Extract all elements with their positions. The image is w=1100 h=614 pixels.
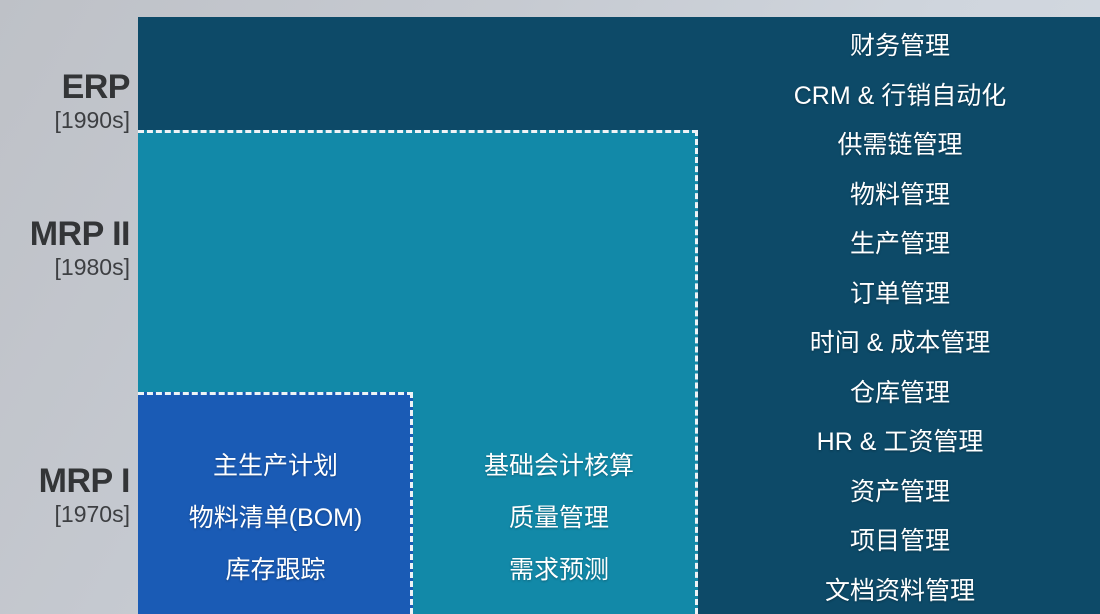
feature-item: 物料管理	[849, 180, 950, 209]
feature-item: 库存跟踪	[225, 556, 326, 584]
era-decade-mrp-i: [1970s]	[54, 501, 130, 528]
feature-item: HR & 工资管理	[816, 428, 984, 456]
era-name-mrp-i: MRP I	[38, 462, 131, 500]
feature-item: 时间 & 成本管理	[809, 329, 991, 357]
feature-item: 项目管理	[849, 527, 950, 555]
feature-item: 订单管理	[849, 279, 950, 308]
feature-item: 供需链管理	[837, 131, 963, 159]
feature-item: 质量管理	[508, 504, 609, 532]
era-name-erp: ERP	[61, 68, 131, 106]
era-label-mrp-ii: MRP II [1980s]	[29, 215, 131, 281]
feature-item: 物料清单(BOM)	[188, 504, 363, 532]
era-name-mrp-ii: MRP II	[29, 215, 131, 253]
feature-item: 主生产计划	[212, 452, 338, 480]
feature-item: 文档资料管理	[824, 576, 975, 605]
feature-column-mrp-i: 主生产计划 物料清单(BOM) 库存跟踪	[138, 440, 413, 596]
era-label-erp: ERP [1990s]	[54, 68, 131, 134]
band-mrp-i	[138, 392, 413, 614]
feature-item: 资产管理	[849, 477, 950, 506]
feature-item: 基础会计核算	[483, 452, 634, 480]
feature-item: 生产管理	[849, 230, 950, 258]
feature-item: 财务管理	[849, 32, 950, 60]
era-decade-mrp-ii: [1980s]	[54, 254, 130, 281]
era-label-mrp-i: MRP I [1970s]	[38, 462, 131, 528]
feature-column-erp: 财务管理 CRM & 行销自动化 供需链管理 物料管理 生产管理 订单管理 时间…	[700, 22, 1100, 614]
era-label-rail: ERP [1990s] MRP II [1980s] MRP I [1970s]	[0, 0, 138, 614]
era-decade-erp: [1990s]	[54, 107, 130, 134]
feature-item: 仓库管理	[849, 378, 950, 407]
feature-item: CRM & 行销自动化	[793, 81, 1007, 110]
feature-item: 需求预测	[508, 556, 609, 584]
feature-column-mrp-ii: 基础会计核算 质量管理 需求预测	[420, 440, 698, 596]
